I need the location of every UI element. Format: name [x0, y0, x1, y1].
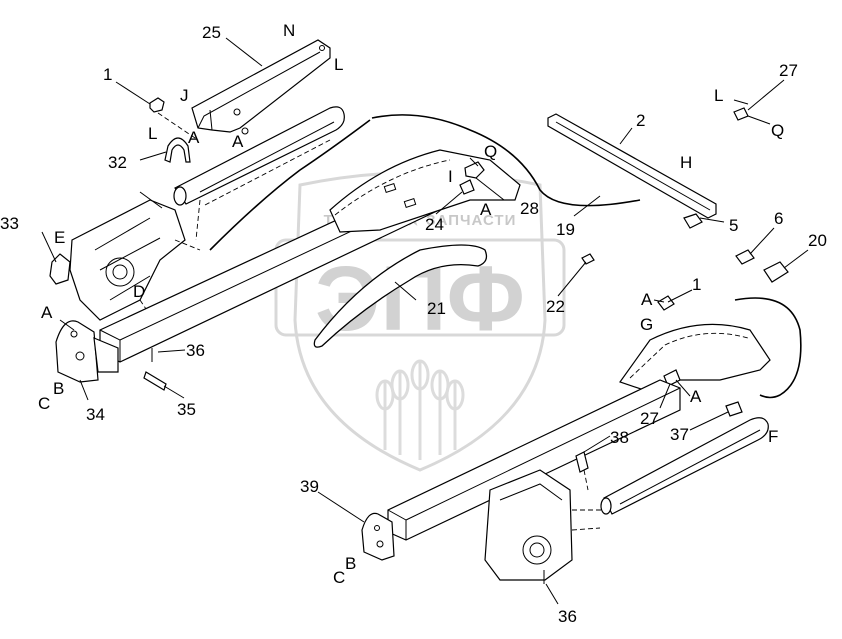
- label-A-d: A: [480, 200, 492, 219]
- label-36-left: 36: [186, 341, 205, 360]
- left-bracket-assembly: [49, 199, 201, 331]
- bracket-plate-34: [55, 320, 119, 383]
- label-36-bottom: 36: [558, 607, 577, 626]
- label-1-left: 1: [103, 65, 112, 84]
- label-Q-right: Q: [771, 121, 784, 140]
- bracket-39: [361, 512, 395, 561]
- label-N: N: [283, 21, 295, 40]
- hose-21: [313, 244, 488, 348]
- rail-2: [547, 113, 717, 219]
- hose-19: [209, 114, 641, 251]
- cylinder-bottom: [600, 401, 769, 515]
- label-6: 6: [774, 209, 783, 228]
- label-J: J: [180, 86, 189, 105]
- label-32: 32: [108, 153, 127, 172]
- pin-38: [575, 451, 589, 473]
- label-B-left: B: [53, 379, 64, 398]
- label-D: D: [133, 282, 145, 301]
- label-33: 33: [0, 214, 19, 233]
- label-A-c: A: [41, 303, 53, 322]
- cylinder-top: [173, 106, 345, 241]
- label-F: F: [768, 427, 778, 446]
- label-A-b: A: [232, 132, 244, 151]
- label-E: E: [54, 228, 65, 247]
- callout-labels: 25 N L 1 J L A A 32 33 E D A 36 C B 34 3…: [0, 21, 827, 626]
- label-34: 34: [86, 405, 105, 424]
- label-28: 28: [520, 199, 539, 218]
- label-19: 19: [556, 220, 575, 239]
- right-curved-mount: [619, 295, 771, 393]
- label-27-mid: 27: [640, 409, 659, 428]
- label-20: 20: [808, 231, 827, 250]
- leader-lines: [41, 37, 809, 605]
- label-G: G: [640, 315, 653, 334]
- label-27-top: 27: [779, 61, 798, 80]
- label-C-left: C: [38, 394, 50, 413]
- top-beam-25: [191, 39, 331, 135]
- label-21: 21: [427, 299, 446, 318]
- label-24: 24: [425, 215, 444, 234]
- curved-mount: [329, 149, 521, 233]
- label-B-bottom: B: [345, 554, 356, 573]
- label-5: 5: [729, 216, 738, 235]
- hose-19-right-loop: [734, 297, 802, 399]
- fitting-22: [581, 253, 595, 265]
- label-37: 37: [670, 425, 689, 444]
- label-L-left: L: [148, 124, 157, 143]
- watermark-wheat-icon: [375, 359, 465, 460]
- label-A-f: A: [690, 387, 702, 406]
- block-6: [735, 249, 755, 265]
- label-35: 35: [177, 400, 196, 419]
- label-A-a: A: [188, 128, 200, 147]
- connector-20: [763, 261, 789, 283]
- label-I: I: [448, 167, 453, 186]
- u-bolt-32: [164, 137, 191, 163]
- pin-35: [143, 371, 167, 391]
- label-H: H: [680, 153, 692, 172]
- label-22: 22: [546, 297, 565, 316]
- label-39: 39: [300, 477, 319, 496]
- clip-1-left: [149, 97, 199, 141]
- pin-38-guide: [583, 469, 589, 491]
- label-Q-mid: Q: [484, 142, 497, 161]
- label-38: 38: [610, 428, 629, 447]
- clip-5: [683, 213, 703, 229]
- label-1-right: 1: [692, 275, 701, 294]
- label-L-right: L: [714, 86, 723, 105]
- right-mount-block: [484, 469, 610, 581]
- label-C-bottom: C: [333, 568, 345, 587]
- block-27-top: [733, 107, 749, 121]
- label-25: 25: [202, 23, 221, 42]
- label-A-e: A: [641, 290, 653, 309]
- label-L-top: L: [334, 55, 343, 74]
- label-2: 2: [636, 111, 645, 130]
